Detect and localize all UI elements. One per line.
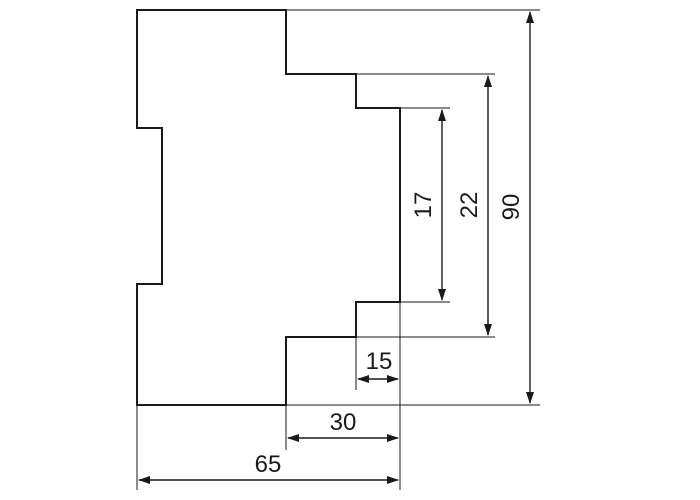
dimension-height-front: 17 (410, 109, 446, 301)
dimension-label-height-shoulder: 22 (456, 192, 483, 219)
dimension-label-depth-shoulder: 30 (330, 409, 357, 436)
dimension-height-shoulder: 22 (456, 75, 492, 336)
extension-lines (136, 9, 540, 490)
dimension-height-total: 90 (498, 11, 534, 404)
dimension-label-depth-front: 15 (366, 348, 393, 375)
dimension-label-depth-total: 65 (255, 451, 282, 478)
dimension-depth-total: 65 (138, 451, 399, 484)
dimension-depth-shoulder: 30 (287, 409, 399, 442)
dimension-depth-front: 15 (357, 348, 399, 383)
dimension-label-height-front: 17 (410, 192, 437, 219)
device-outline (136, 9, 401, 406)
dimension-label-height-total: 90 (498, 194, 525, 221)
